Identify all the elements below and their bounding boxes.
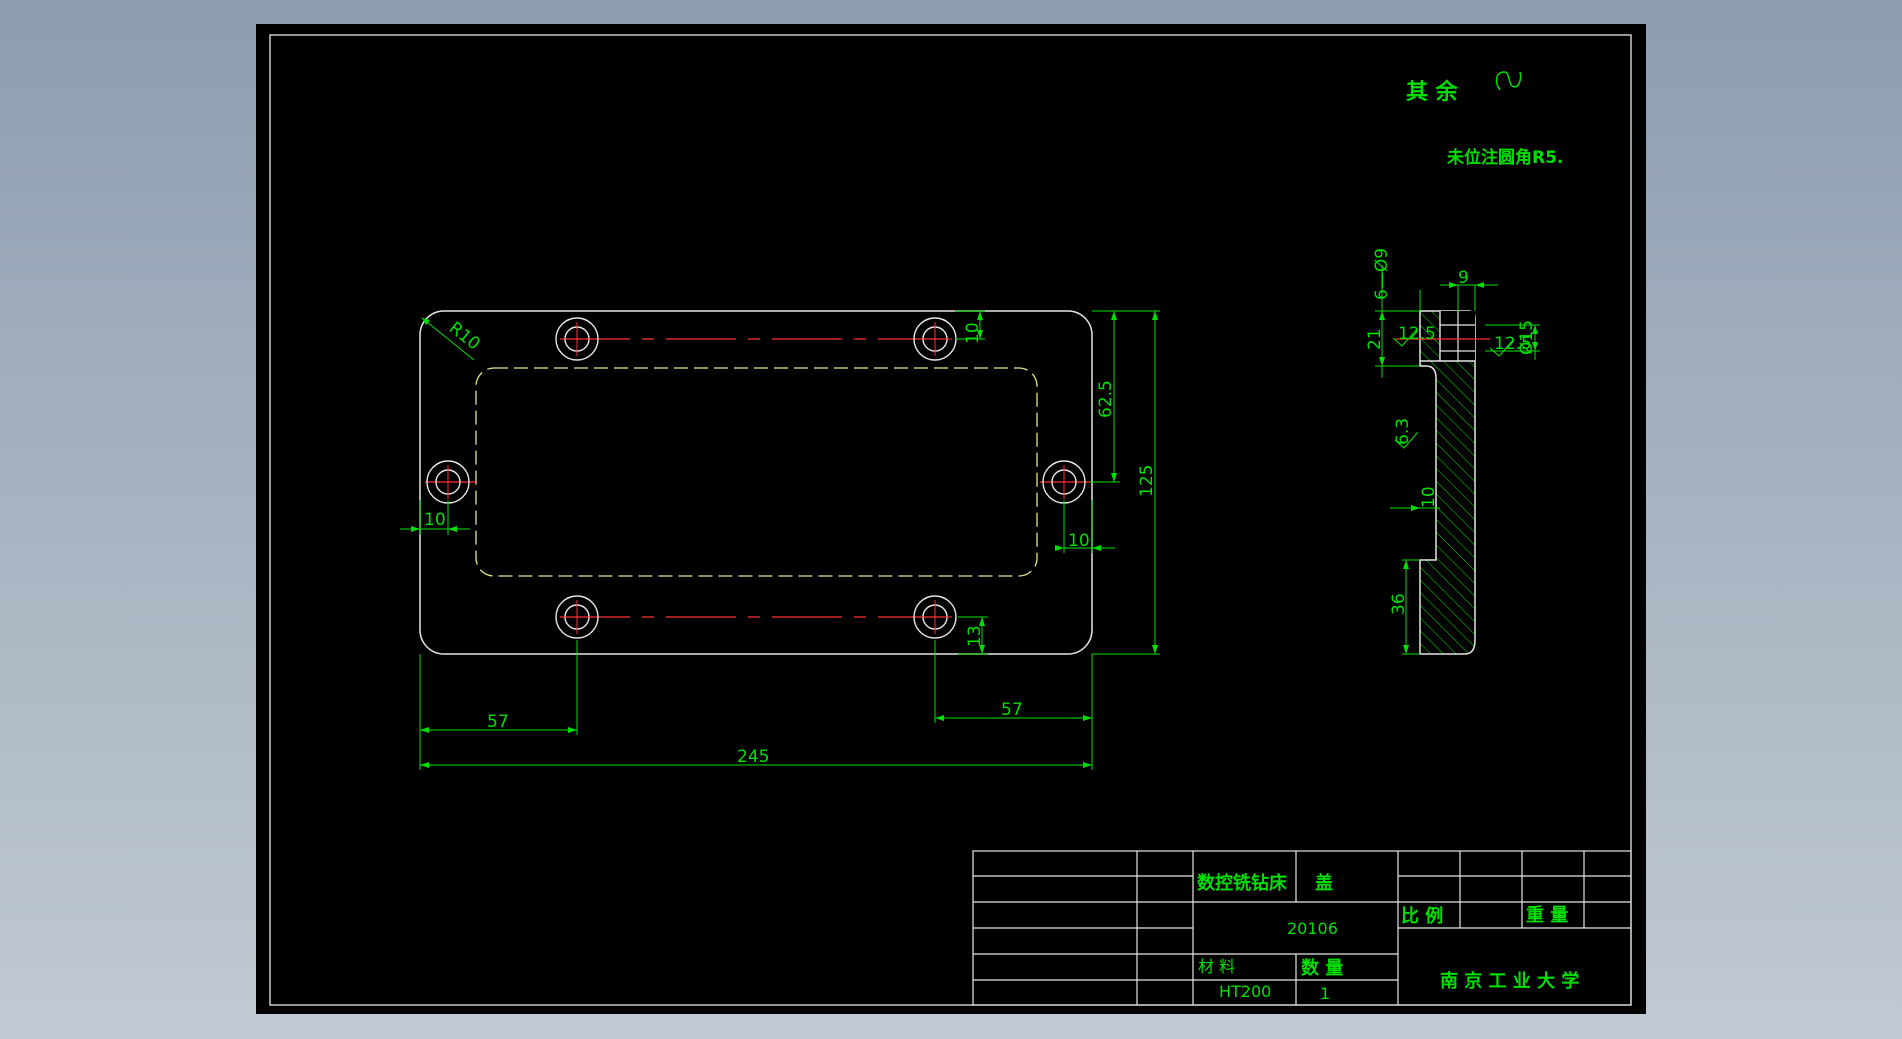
dim-57-left: 57 [487,712,509,732]
drawing-border [269,34,1632,1006]
tb-machine-name: 数控铣钻床 [1197,872,1288,894]
hole-bottom-right [913,595,957,639]
tb-part-name: 盖 [1315,872,1333,894]
inner-pocket-hidden [475,367,1038,577]
tb-school-name: 南 京 工 业 大 学 [1440,970,1579,992]
dim-57-right: 57 [1001,700,1023,720]
tb-scale-label: 比 例 [1401,905,1443,927]
tb-material-value: HT200 [1219,982,1271,1001]
dim-side-holes: 6—Ø9 [1372,248,1392,300]
tb-material-label: 材 料 [1198,957,1235,976]
dim-side-36: 36 [1389,593,1409,615]
hole-bottom-left [555,595,599,639]
fillet-note: 未位注圆角R5. [1446,147,1563,168]
roughness-12-5-a: 12.5 [1398,324,1436,344]
hole-top-left [555,317,599,361]
dim-125: 125 [1137,465,1157,497]
side-view: 6—Ø9 9 21 Ø15 10 36 12.5 12.5 6.3 [1365,248,1540,655]
dim-13: 13 [965,625,985,647]
dim-10-left: 10 [424,510,446,530]
dim-62-5: 62.5 [1096,380,1116,418]
dim-side-d15: Ø15 [1517,320,1537,355]
roughness-note: 其 余 [1406,79,1459,105]
title-block [972,850,1632,1006]
front-view: R10 10 62.5 125 10 10 13 57 57 245 [400,310,1160,770]
roughness-symbol-icon [1495,71,1522,91]
hole-top-right [913,317,957,361]
tb-quantity-value: 1 [1320,984,1330,1003]
dim-10-top: 10 [963,322,983,344]
dim-side-10: 10 [1419,486,1439,508]
roughness-12-5-b: 12.5 [1494,334,1532,354]
drawing-sheet [256,24,1646,1014]
dim-side-9: 9 [1458,268,1469,288]
tb-weight-label: 重 量 [1526,904,1568,926]
dim-side-21: 21 [1365,328,1385,350]
roughness-6-3: 6.3 [1393,418,1413,445]
tb-quantity-label: 数 量 [1301,957,1343,979]
dim-10-right: 10 [1068,531,1090,551]
dim-245: 245 [737,747,769,767]
tb-drawing-number: 20106 [1287,919,1338,938]
